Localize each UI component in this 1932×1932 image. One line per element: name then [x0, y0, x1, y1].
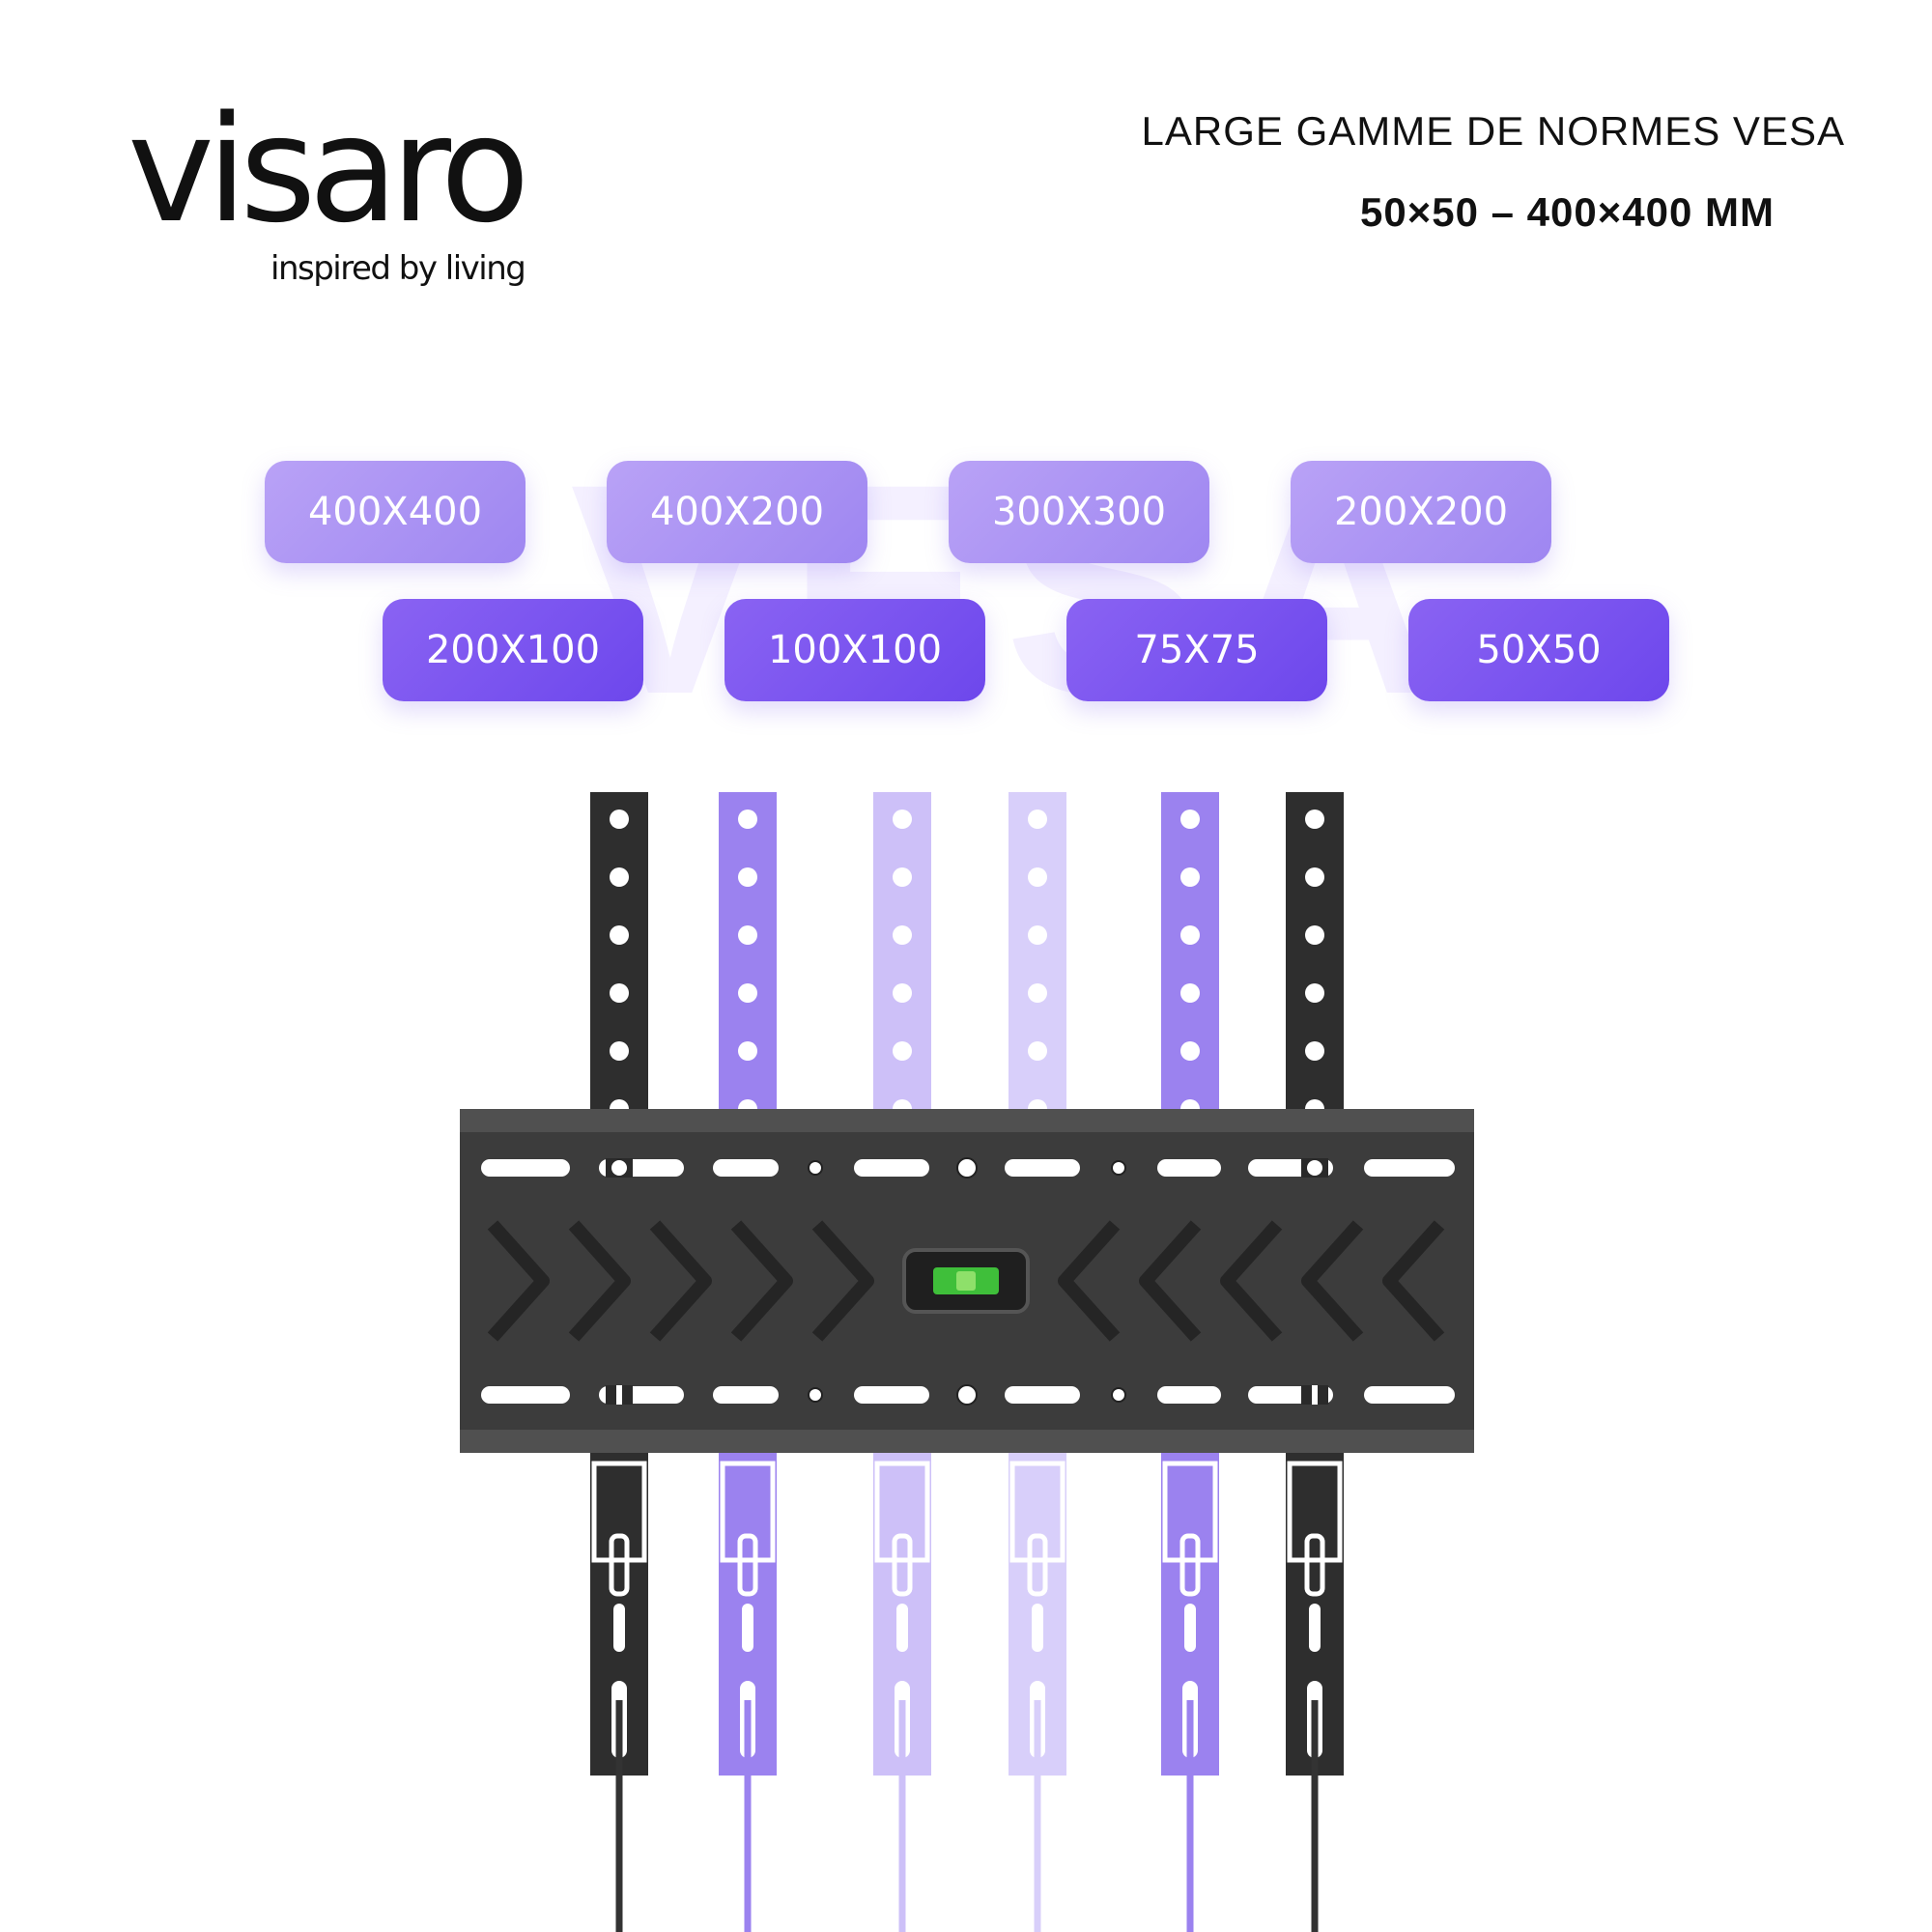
chevron-left-icon [1220, 1220, 1283, 1342]
chevron-right-icon [568, 1220, 631, 1342]
mounting-slots [481, 1157, 1455, 1406]
mount-slot [854, 1386, 929, 1404]
chevron-right-icon [649, 1220, 712, 1342]
wall-plate-bottom-lip [460, 1430, 1474, 1453]
wall-plate-top-lip [460, 1109, 1474, 1132]
vesa-size-pill: 50X50 [1408, 599, 1669, 701]
mount-arm [873, 792, 931, 1932]
vesa-size-pill: 75X75 [1066, 599, 1327, 701]
mount-arm [719, 792, 777, 1932]
chevron-right-icon [730, 1220, 793, 1342]
mount-slot [1157, 1386, 1221, 1404]
chevron-left-icon [1058, 1220, 1121, 1342]
mount-slot [713, 1386, 779, 1404]
mount-slot [1364, 1159, 1455, 1177]
vesa-size-pill: 300X300 [949, 461, 1209, 563]
mount-arm [1286, 792, 1344, 1932]
chevron-pattern [487, 1220, 1445, 1342]
chevron-left-icon [1301, 1220, 1364, 1342]
mount-arm [1161, 792, 1219, 1932]
screw-hole [808, 1160, 823, 1176]
brand-tagline: inspired by living [270, 249, 526, 288]
mount-slot [1005, 1386, 1080, 1404]
vesa-size-pill: 200X200 [1291, 461, 1551, 563]
brand-name: visaro [128, 84, 530, 255]
mount-slot [854, 1159, 929, 1177]
chevron-right-icon [487, 1220, 550, 1342]
mount-slot [1005, 1159, 1080, 1177]
wall-plate [460, 1109, 1474, 1453]
headline: LARGE GAMME DE NORMES VESA [1141, 108, 1845, 154]
chevron-left-icon [1139, 1220, 1202, 1342]
screw-hole [956, 1157, 978, 1179]
mount-slot [481, 1386, 570, 1404]
vesa-size-pill: 200X100 [383, 599, 643, 701]
brand-logo: visaro inspired by living [128, 97, 543, 299]
vesa-size-pill: 400X200 [607, 461, 867, 563]
screw-hole [956, 1384, 978, 1406]
vesa-size-pill: 100X100 [724, 599, 985, 701]
screw-hole [1111, 1387, 1126, 1403]
chevron-right-icon [811, 1220, 874, 1342]
mount-slot [1157, 1159, 1221, 1177]
bubble-level-icon [902, 1248, 1030, 1314]
mount-slot [713, 1159, 779, 1177]
vesa-range: 50×50 – 400×400 MM [1360, 189, 1775, 235]
mount-slot [481, 1159, 570, 1177]
screw-hole [808, 1387, 823, 1403]
mount-arm [1009, 792, 1066, 1932]
vertical-arms [590, 792, 1344, 1932]
chevron-left-icon [1382, 1220, 1445, 1342]
vesa-size-pill: 400X400 [265, 461, 526, 563]
screw-hole [1111, 1160, 1126, 1176]
mount-slot [1364, 1386, 1455, 1404]
